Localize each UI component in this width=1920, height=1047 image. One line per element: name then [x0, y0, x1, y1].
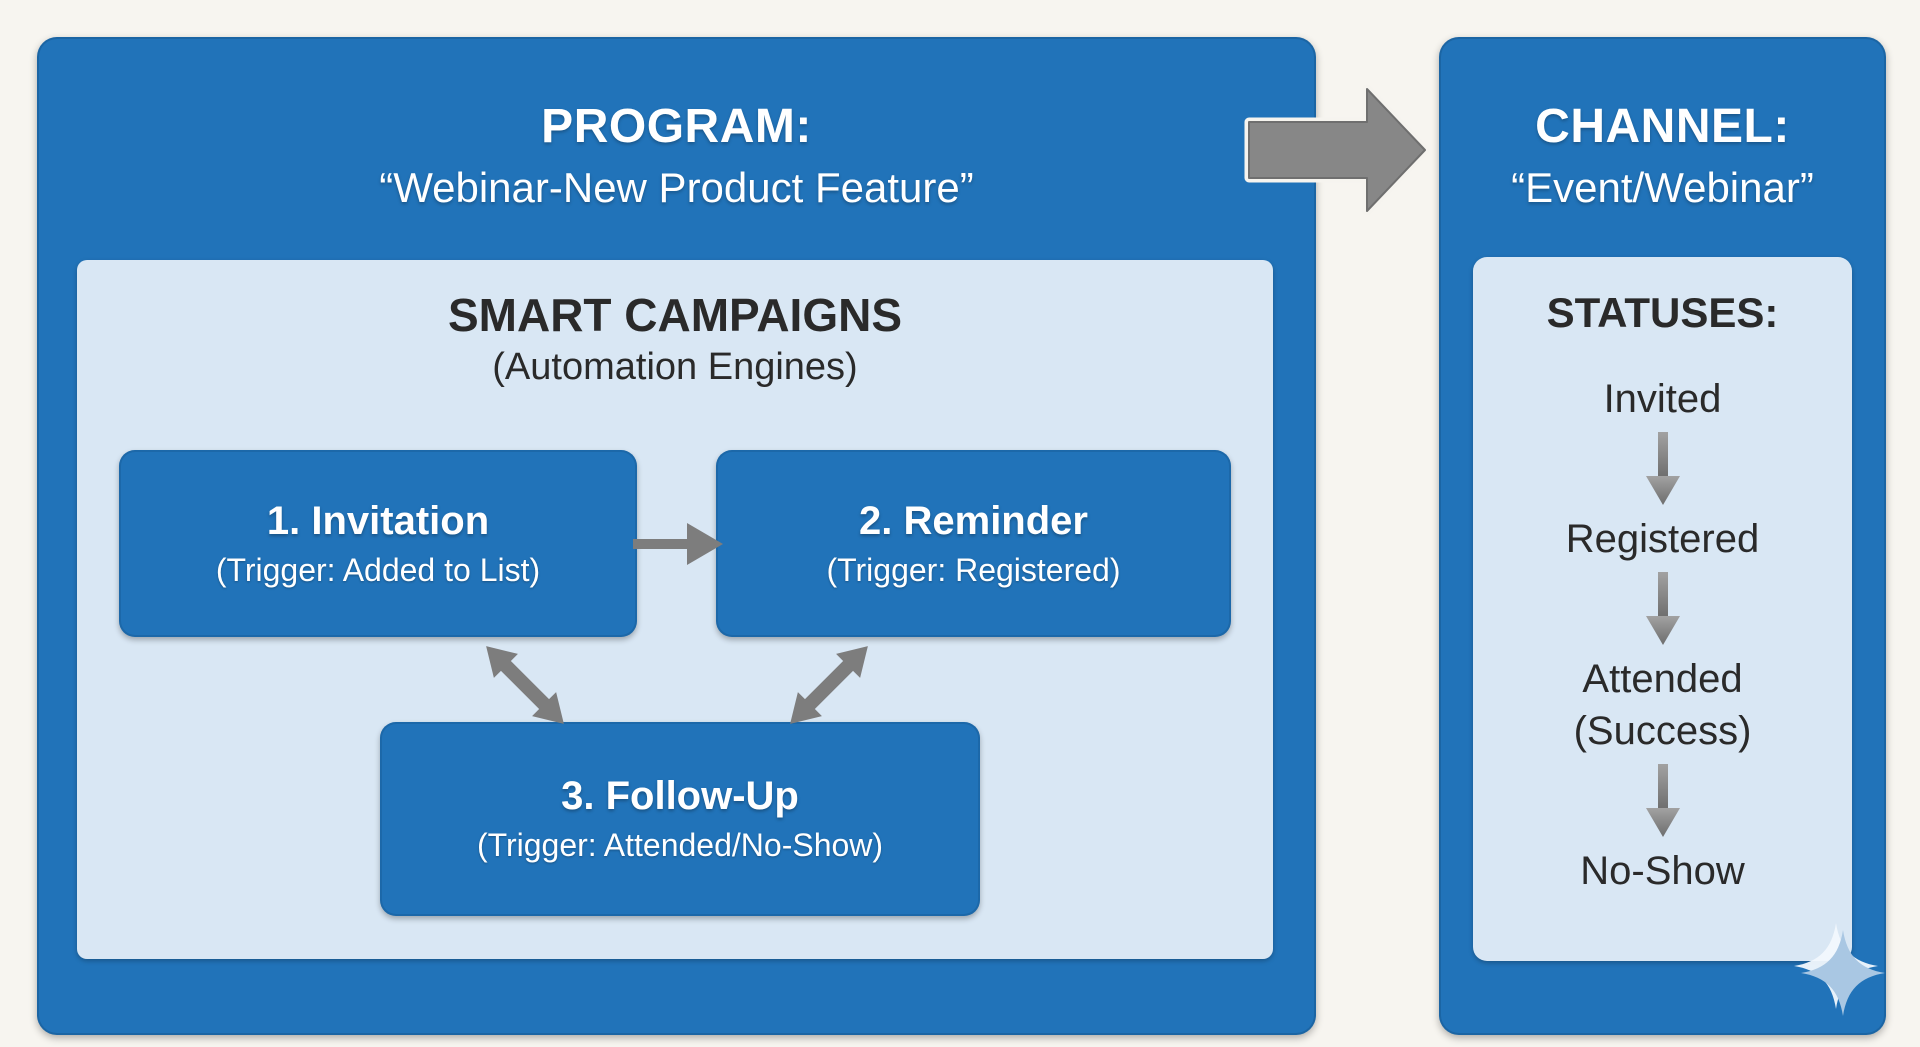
campaign-box-invitation: 1. Invitation (Trigger: Added to List): [119, 450, 637, 637]
status-label: Invited: [1603, 377, 1722, 421]
program-to-channel-arrow-icon: [1244, 84, 1430, 216]
campaign-trigger: (Trigger: Attended/No-Show): [476, 827, 884, 863]
down-arrow-icon: [1645, 572, 1680, 645]
sparkle-icon: [1794, 923, 1885, 1016]
smart-campaigns-subtitle: (Automation Engines): [492, 346, 858, 388]
channel-panel: CHANNEL: “Event/Webinar” STATUSES: Invit…: [1439, 37, 1886, 1035]
status-label: No-Show: [1580, 849, 1745, 893]
campaign-name: 1. Invitation: [266, 498, 490, 543]
smart-campaigns-title: SMART CAMPAIGNS: [447, 289, 903, 341]
statuses-title: STATUSES:: [1546, 289, 1779, 336]
status-label: Attended: [1582, 657, 1743, 701]
program-subtitle: “Webinar-New Product Feature”: [379, 164, 974, 211]
channel-title: CHANNEL:: [1535, 100, 1790, 153]
campaign-box-reminder: 2. Reminder (Trigger: Registered): [716, 450, 1231, 637]
down-arrow-icon: [1645, 432, 1680, 505]
status-registered: Registered: [1566, 513, 1759, 565]
down-arrow-icon: [1645, 764, 1680, 837]
double-arrow-icon: [486, 646, 564, 724]
status-sublabel: (Success): [1573, 709, 1752, 753]
program-panel: PROGRAM: “Webinar-New Product Feature” S…: [37, 37, 1316, 1035]
campaign-name: 3. Follow-Up: [561, 774, 799, 818]
status-invited: Invited: [1604, 373, 1722, 425]
status-attended: Attended (Success): [1574, 653, 1752, 757]
campaign-trigger: (Trigger: Registered): [826, 551, 1121, 588]
status-label: Registered: [1565, 517, 1760, 561]
status-no-show: No-Show: [1580, 845, 1745, 897]
program-title: PROGRAM:: [541, 100, 812, 153]
campaign-trigger: (Trigger: Added to List): [215, 551, 541, 588]
campaign-name: 2. Reminder: [859, 498, 1088, 543]
right-arrow-icon: [633, 523, 723, 565]
channel-subtitle: “Event/Webinar”: [1511, 164, 1814, 211]
campaign-box-follow-up: 3. Follow-Up (Trigger: Attended/No-Show): [380, 722, 980, 916]
double-arrow-icon: [790, 646, 868, 724]
smart-campaigns-container: SMART CAMPAIGNS (Automation Engines) 1. …: [77, 260, 1273, 959]
statuses-container: STATUSES: Invited Registered Attended (S…: [1473, 257, 1852, 961]
